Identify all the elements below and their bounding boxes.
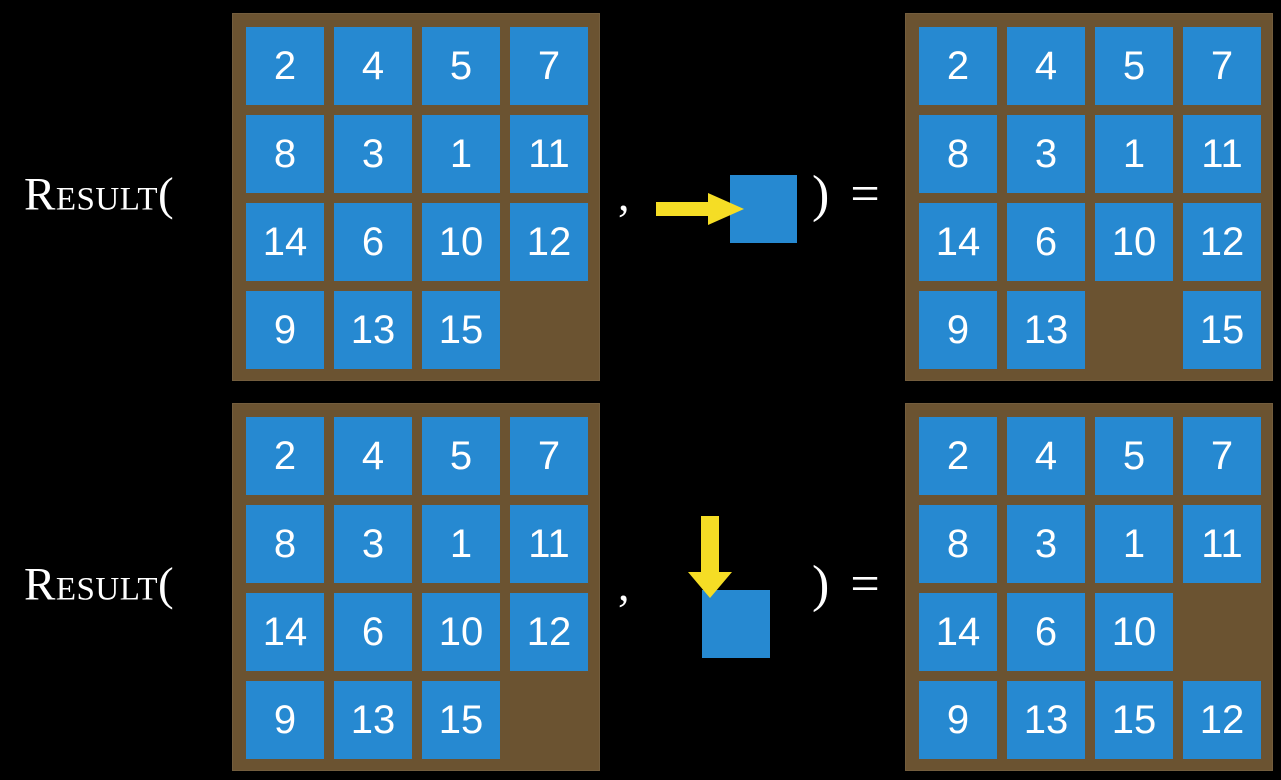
tile: 15 (1095, 681, 1173, 759)
tile: 1 (1095, 505, 1173, 583)
tile: 14 (919, 593, 997, 671)
result-function-label-top: Result( (24, 168, 175, 221)
tile: 10 (422, 203, 500, 281)
tile: 12 (510, 203, 588, 281)
arrow-right-icon (656, 193, 744, 225)
tile: 4 (1007, 417, 1085, 495)
tile: 14 (246, 203, 324, 281)
argument-separator-top: , (618, 169, 630, 220)
tile: 1 (422, 115, 500, 193)
tile: 2 (246, 417, 324, 495)
close-paren-equals-bottom: ) = (812, 556, 884, 613)
tile: 15 (1183, 291, 1261, 369)
tile: 14 (246, 593, 324, 671)
tile: 5 (422, 417, 500, 495)
argument-separator-bottom: , (618, 559, 630, 610)
tile: 11 (510, 505, 588, 583)
tile: 4 (1007, 27, 1085, 105)
tile: 3 (1007, 505, 1085, 583)
tile: 5 (1095, 27, 1173, 105)
tile: 13 (334, 291, 412, 369)
tile: 7 (510, 27, 588, 105)
tile: 9 (919, 291, 997, 369)
close-paren-equals-top: ) = (812, 166, 884, 223)
tile: 11 (1183, 505, 1261, 583)
tile: 5 (422, 27, 500, 105)
tile: 11 (510, 115, 588, 193)
tile: 1 (1095, 115, 1173, 193)
tile: 14 (919, 203, 997, 281)
tile: 8 (246, 505, 324, 583)
move-glyph-bottom (640, 390, 820, 780)
tile: 3 (1007, 115, 1085, 193)
equation-row-right-move: Result( 2 4 5 7 8 3 1 11 14 6 10 12 9 13… (24, 0, 1273, 390)
input-board-top: 2 4 5 7 8 3 1 11 14 6 10 12 9 13 15 (232, 13, 600, 381)
tile: 7 (1183, 27, 1261, 105)
tile: 6 (1007, 593, 1085, 671)
tile: 4 (334, 27, 412, 105)
tile: 15 (422, 291, 500, 369)
tile: 12 (510, 593, 588, 671)
tile: 9 (919, 681, 997, 759)
tile: 11 (1183, 115, 1261, 193)
blank-tile (1183, 593, 1261, 671)
move-glyph-top (640, 0, 820, 390)
tile: 6 (1007, 203, 1085, 281)
tile: 13 (334, 681, 412, 759)
result-function-label-bottom: Result( (24, 558, 175, 611)
tile: 3 (334, 505, 412, 583)
tile: 10 (1095, 203, 1173, 281)
tile: 3 (334, 115, 412, 193)
tile: 9 (246, 681, 324, 759)
tile: 13 (1007, 681, 1085, 759)
tile: 8 (919, 115, 997, 193)
tile: 8 (919, 505, 997, 583)
tile: 15 (422, 681, 500, 759)
tile: 10 (1095, 593, 1173, 671)
tile: 5 (1095, 417, 1173, 495)
output-board-bottom: 2 4 5 7 8 3 1 11 14 6 10 9 13 15 12 (905, 403, 1273, 771)
input-board-bottom: 2 4 5 7 8 3 1 11 14 6 10 12 9 13 15 (232, 403, 600, 771)
blank-square-icon (702, 590, 770, 658)
equation-row-down-move: Result( 2 4 5 7 8 3 1 11 14 6 10 12 9 13… (0, 390, 1281, 780)
tile: 6 (334, 203, 412, 281)
blank-tile (1095, 291, 1173, 369)
tile: 13 (1007, 291, 1085, 369)
blank-tile (510, 291, 588, 369)
tile: 12 (1183, 681, 1261, 759)
tile: 2 (919, 27, 997, 105)
tile: 7 (510, 417, 588, 495)
tile: 6 (334, 593, 412, 671)
tile: 8 (246, 115, 324, 193)
tile: 1 (422, 505, 500, 583)
tile: 9 (246, 291, 324, 369)
tile: 2 (919, 417, 997, 495)
output-board-top: 2 4 5 7 8 3 1 11 14 6 10 12 9 13 15 (905, 13, 1273, 381)
arrow-down-icon (688, 516, 732, 598)
tile: 7 (1183, 417, 1261, 495)
tile: 2 (246, 27, 324, 105)
tile: 4 (334, 417, 412, 495)
tile: 12 (1183, 203, 1261, 281)
tile: 10 (422, 593, 500, 671)
blank-tile (510, 681, 588, 759)
